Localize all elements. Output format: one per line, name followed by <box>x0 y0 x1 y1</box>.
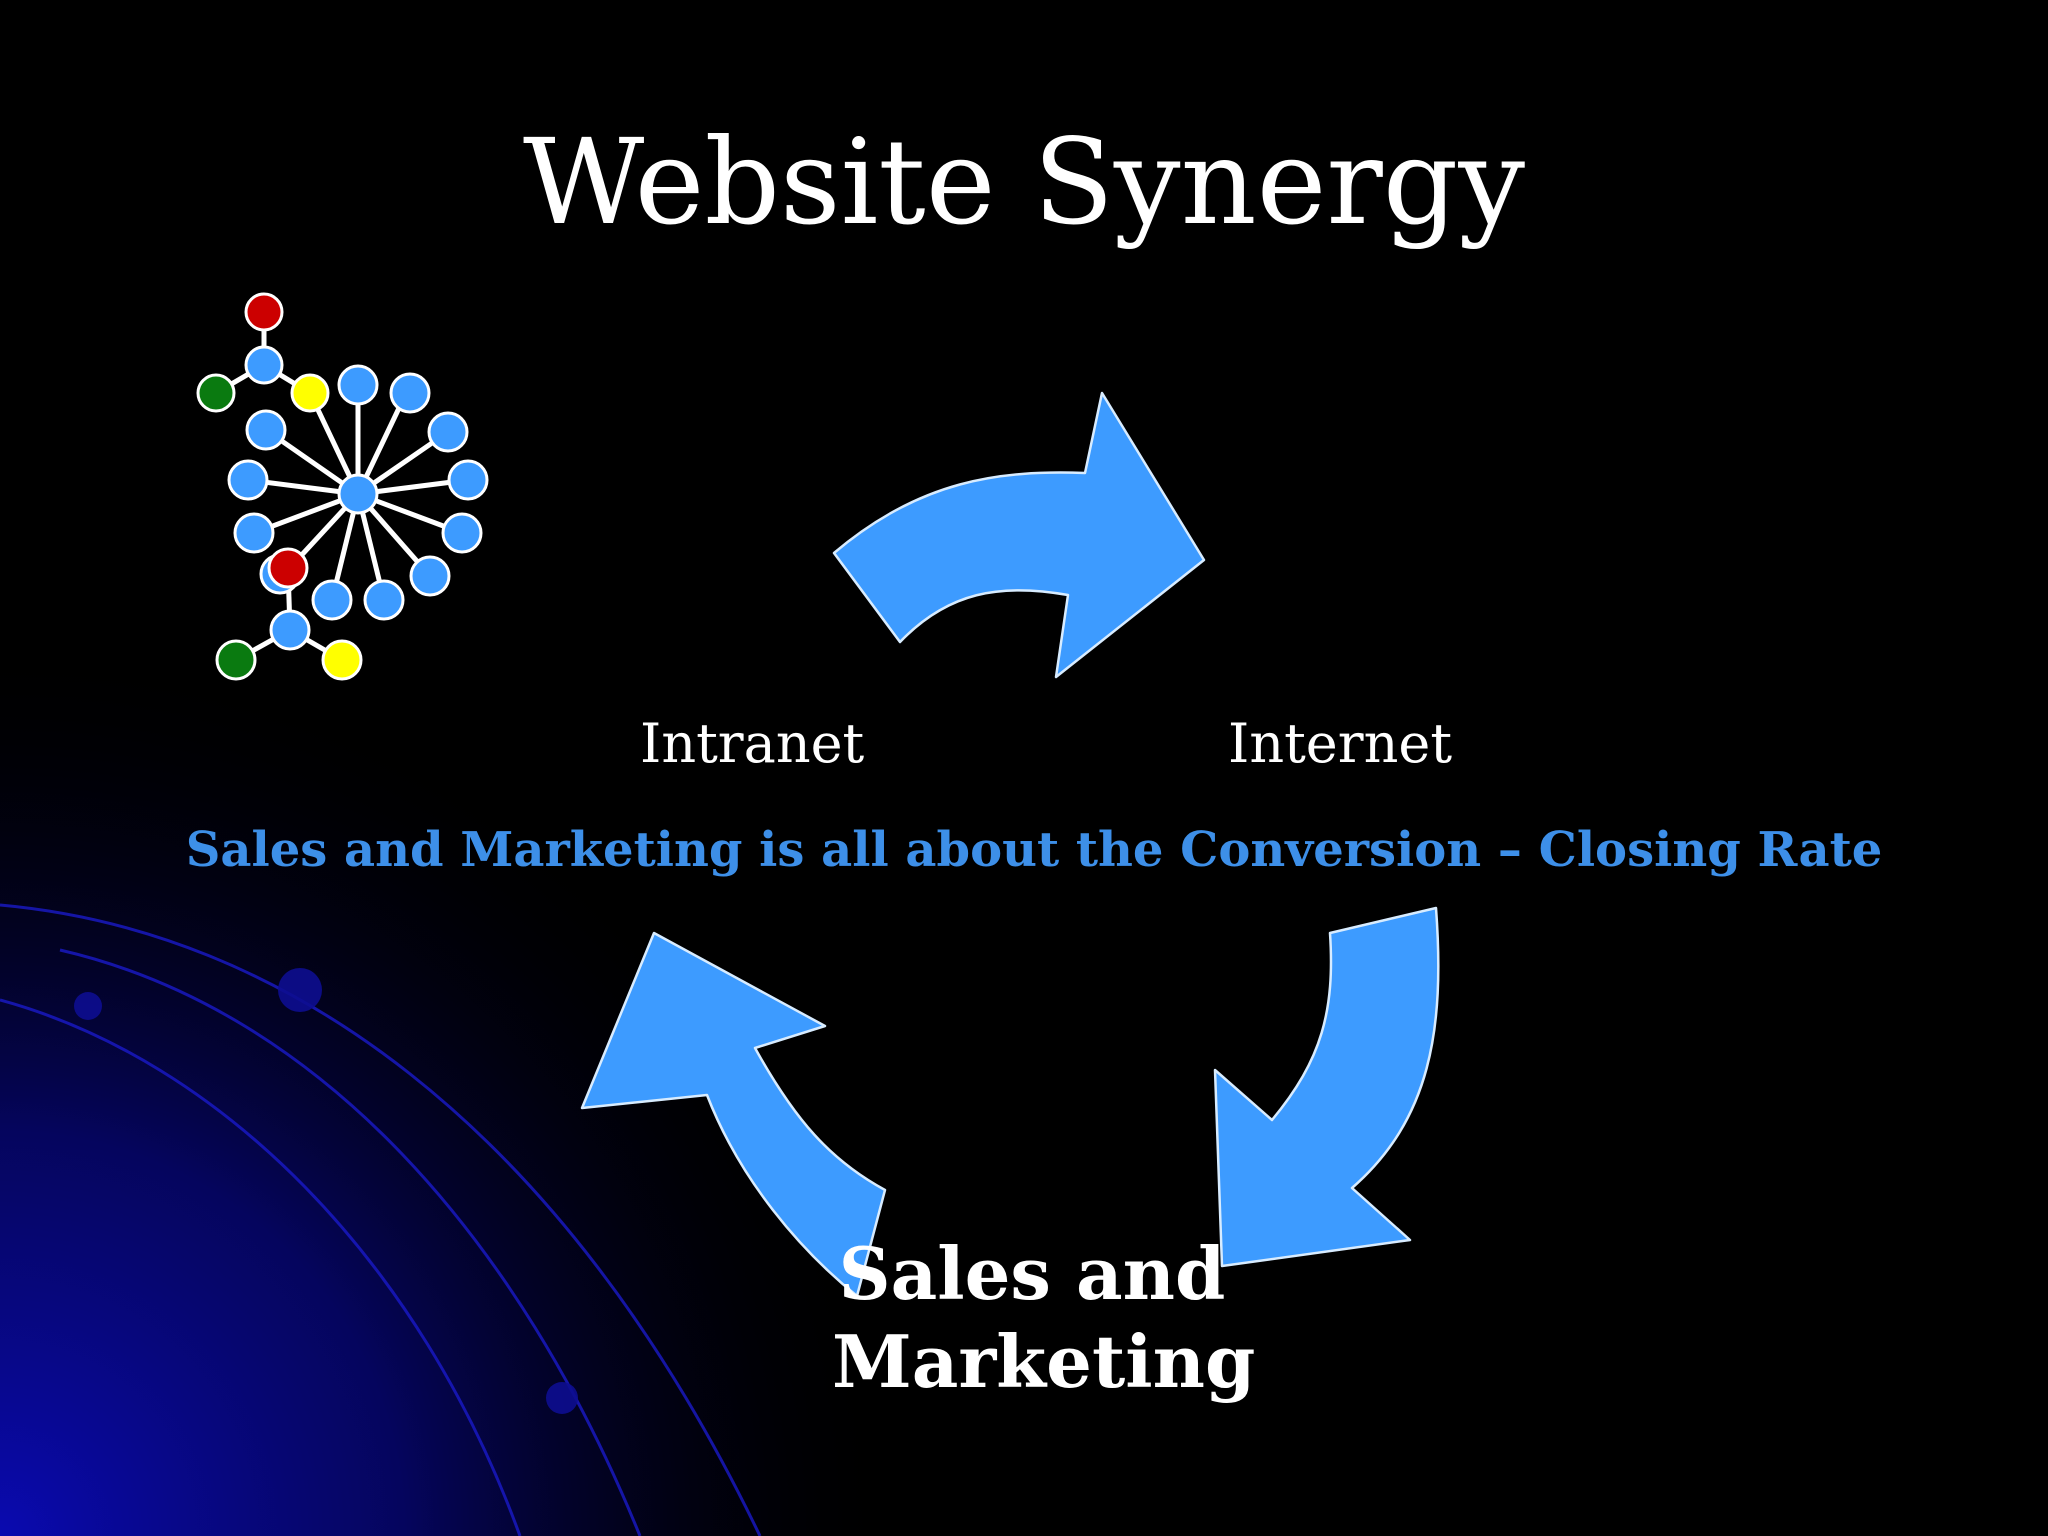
node-label-sales-line1: Sales and <box>838 1231 1226 1316</box>
decor-dot <box>546 1382 578 1414</box>
node-label-sales-marketing: Sales and Marketing <box>832 1230 1256 1406</box>
arrow-sales-to-intranet <box>580 931 887 1298</box>
decor-dot <box>74 992 102 1020</box>
decor-arc <box>0 998 522 1536</box>
decor-dot <box>278 968 322 1012</box>
arrow-internet-to-sales <box>1213 906 1440 1268</box>
slide-title: Website Synergy <box>522 113 1526 251</box>
decor-arc <box>59 948 642 1536</box>
node-label-sales-line2: Marketing <box>832 1318 1256 1404</box>
decor-arc <box>0 903 762 1536</box>
arrow-intranet-to-internet <box>832 391 1206 679</box>
node-label-internet: Internet <box>1228 712 1453 775</box>
node-label-intranet: Intranet <box>640 712 865 775</box>
tagline: Sales and Marketing is all about the Con… <box>185 822 1883 878</box>
